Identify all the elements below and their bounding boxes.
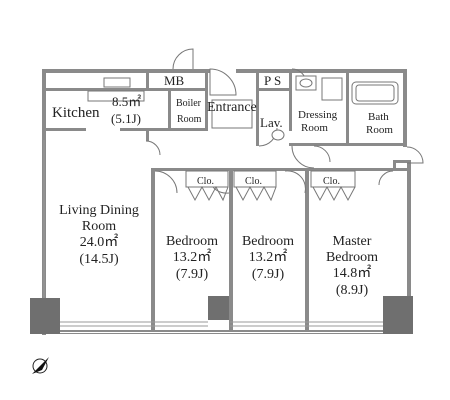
room-bedroom2-name: Bedroom [242,234,294,249]
room-living-name2: Room [82,219,116,234]
room-kitchen-jou: (5.1J) [111,111,141,126]
room-bedroom1-name: Bedroom [166,234,218,249]
room-bath-line1: Bath [368,111,389,123]
room-mb-label: MB [164,73,185,88]
closet-label-2: Clo. [245,176,262,187]
interior-walls [46,73,411,330]
structural-columns [30,296,413,334]
closet-label-1: Clo. [197,176,214,187]
windows [43,140,383,327]
room-dressing-line1: Dressing [298,109,338,121]
north-arrow-icon [32,357,49,374]
room-boiler-line2: Room [177,114,202,125]
fixtures [87,75,399,141]
room-kitchen-area: 8.5㎡ [112,94,141,109]
room-ps-label: P S [264,73,281,88]
room-living-name1: Living Dining [59,203,139,218]
room-bedroom1-area: 13.2㎡ [173,249,212,265]
room-bedroom1-jou: (7.9J) [176,267,209,282]
closet-label-3: Clo. [323,176,340,187]
room-living-jou: (14.5J) [79,252,119,267]
room-master-name1: Master [333,234,372,249]
room-living-area: 24.0㎡ [80,234,119,250]
room-bedroom2-area: 13.2㎡ [249,249,288,265]
room-bedroom2-jou: (7.9J) [252,267,285,282]
room-bath-line2: Room [366,124,393,136]
closets [185,170,356,202]
room-lav-label: Lav. [260,115,283,130]
room-master-name2: Bedroom [326,250,378,265]
room-kitchen-name: Kitchen [52,105,100,121]
room-boiler-line1: Boiler [176,98,202,109]
room-master-jou: (8.9J) [336,283,369,298]
room-entrance-label: Entrance [207,100,257,115]
room-master-area: 14.8㎡ [333,265,372,281]
room-dressing-line2: Room [301,122,328,134]
